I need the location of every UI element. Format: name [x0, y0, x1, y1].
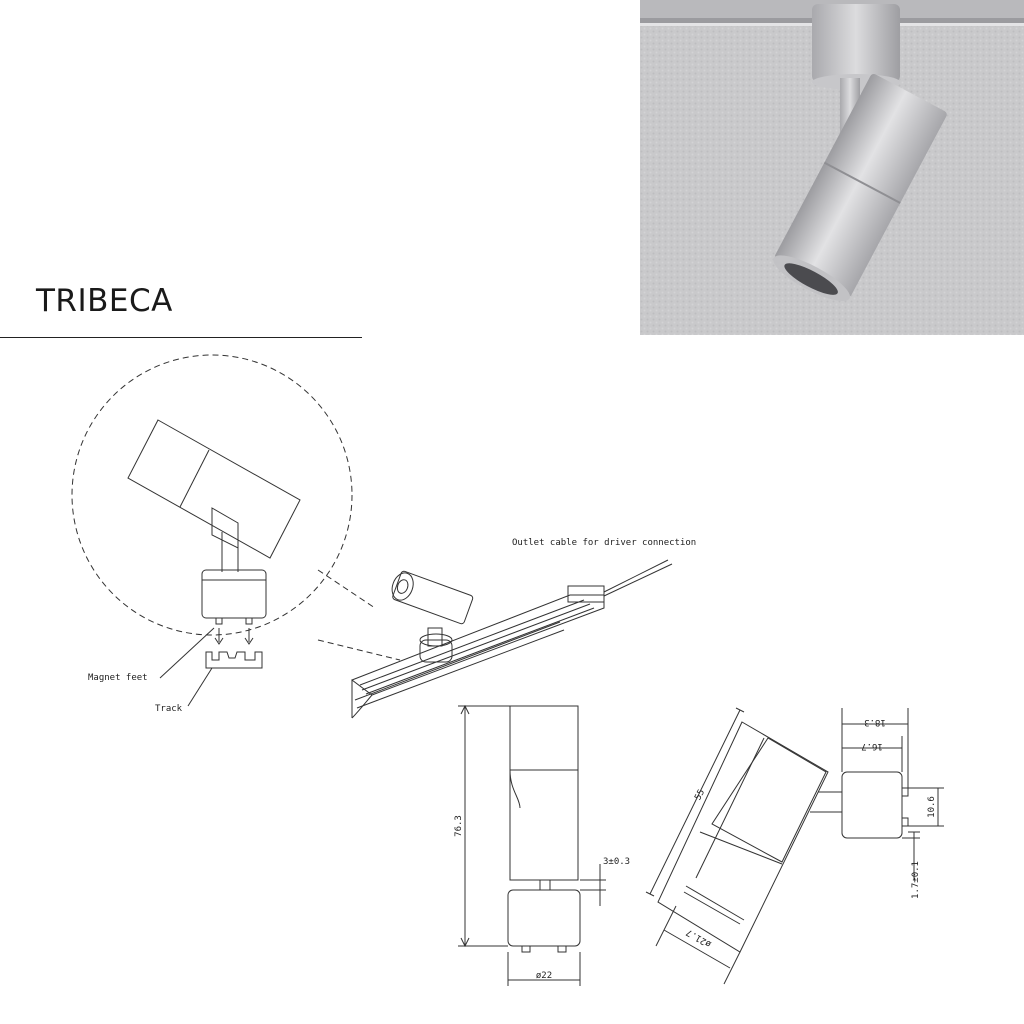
title-underline [0, 337, 362, 338]
detail-lamp-head [127, 419, 301, 707]
label-track: Track [155, 704, 183, 714]
dim-feet-spacing: 10.6 [927, 796, 937, 818]
product-photo [640, 0, 1024, 335]
label-outlet-cable: Outlet cable for driver connection [512, 538, 696, 548]
label-magnet-feet: Magnet feet [88, 673, 148, 683]
side-view [645, 707, 944, 985]
dim-base-diameter: ø22 [536, 971, 552, 981]
dim-height: 76.3 [454, 815, 464, 837]
dim-head-length: 55 [693, 788, 707, 802]
dim-top-a: 18.3 [864, 717, 886, 727]
dim-head-diameter: ø21.7 [685, 927, 713, 949]
detail-circle [71, 354, 353, 636]
dim-foot-height: 1.7±0.1 [911, 861, 921, 899]
dim-gap: 3±0.3 [603, 857, 630, 867]
dim-top-b: 16.7 [861, 741, 883, 751]
technical-drawing: Magnet feet Track Outlet cable for drive… [71, 354, 944, 986]
front-view [458, 704, 606, 986]
product-title: TRIBECA [36, 283, 173, 319]
track-assembly [350, 559, 673, 719]
